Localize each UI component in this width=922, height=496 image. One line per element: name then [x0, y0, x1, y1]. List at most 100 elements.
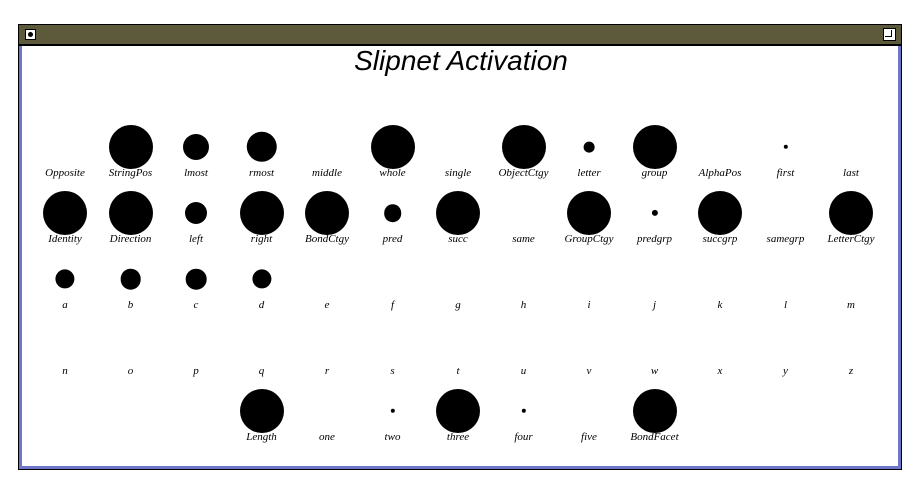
- slipnet-node: y: [751, 322, 821, 388]
- activation-dot: [55, 269, 75, 289]
- activation-dot: [108, 125, 153, 169]
- node-label: predgrp: [636, 233, 673, 245]
- activation-dot: [698, 191, 742, 235]
- slipnet-node: s: [358, 322, 428, 388]
- activation-dot: [43, 191, 87, 235]
- slipnet-node: z: [816, 322, 886, 388]
- window-title-bar[interactable]: [19, 25, 901, 46]
- node-label: GroupCtgy: [564, 233, 614, 245]
- activation-dot: [583, 141, 595, 153]
- node-label: i: [587, 299, 591, 311]
- slipnet-node: a: [30, 256, 100, 322]
- slipnet-node: c: [161, 256, 231, 322]
- slipnet-node: q: [227, 322, 297, 388]
- slipnet-node: AlphaPos: [685, 124, 755, 190]
- node-label: Direction: [109, 233, 152, 245]
- slipnet-node: samegrp: [751, 190, 821, 256]
- activation-dot: [185, 268, 207, 290]
- slipnet-node: Direction: [96, 190, 166, 256]
- node-label: middle: [312, 167, 342, 179]
- slipnet-node: three: [423, 388, 493, 454]
- slipnet-node: j: [620, 256, 690, 322]
- node-label: first: [776, 167, 795, 179]
- node-label: e: [324, 299, 330, 311]
- slipnet-node: e: [292, 256, 362, 322]
- slipnet-node: f: [358, 256, 428, 322]
- node-label: Length: [246, 431, 277, 443]
- slipnet-node: first: [751, 124, 821, 190]
- node-label: p: [193, 365, 199, 377]
- node-label: five: [581, 431, 597, 443]
- node-label: letter: [577, 167, 601, 179]
- node-label: StringPos: [108, 167, 153, 179]
- slipnet-node: five: [554, 388, 624, 454]
- slipnet-node: k: [685, 256, 755, 322]
- node-label: a: [62, 299, 68, 311]
- activation-dot: [383, 204, 402, 222]
- node-label: q: [258, 365, 265, 377]
- node-label: BondFacet: [630, 431, 679, 443]
- slipnet-node: l: [751, 256, 821, 322]
- slipnet-node: rmost: [227, 124, 297, 190]
- node-label: l: [783, 299, 788, 311]
- node-label: lmost: [184, 167, 208, 179]
- node-label: AlphaPos: [698, 167, 742, 179]
- activation-dot: [521, 408, 526, 414]
- slipnet-node: n: [30, 322, 100, 388]
- node-label: o: [127, 365, 134, 377]
- slipnet-node: Opposite: [30, 124, 100, 190]
- activation-dot: [120, 268, 141, 290]
- node-label: x: [717, 365, 723, 377]
- node-label: b: [127, 299, 134, 311]
- node-label: same: [512, 233, 535, 245]
- activation-dot: [632, 389, 677, 433]
- slipnet-node: i: [554, 256, 624, 322]
- slipnet-node: h: [489, 256, 559, 322]
- slipnet-node: predgrp: [620, 190, 690, 256]
- slipnet-node: succgrp: [685, 190, 755, 256]
- node-label: last: [843, 167, 859, 179]
- slipnet-node: same: [489, 190, 559, 256]
- slipnet-node: four: [489, 388, 559, 454]
- activation-dot: [390, 408, 395, 414]
- activation-dot: [305, 191, 349, 235]
- activation-dot: [251, 269, 272, 289]
- close-box-icon[interactable]: [25, 29, 36, 40]
- slipnet-node: two: [358, 388, 428, 454]
- node-label: n: [62, 365, 68, 377]
- slipnet-node: GroupCtgy: [554, 190, 624, 256]
- node-label: r: [324, 365, 330, 377]
- activation-dot: [246, 131, 277, 163]
- node-label: two: [384, 431, 401, 443]
- node-label: w: [650, 365, 659, 377]
- slipnet-node: StringPos: [96, 124, 166, 190]
- node-label: group: [641, 167, 668, 179]
- node-label: one: [319, 431, 335, 443]
- slipnet-node: right: [227, 190, 297, 256]
- node-label: BondCtgy: [305, 233, 349, 245]
- node-label: single: [444, 167, 472, 179]
- slipnet-node: u: [489, 322, 559, 388]
- node-label: v: [586, 365, 592, 377]
- activation-dot: [651, 209, 658, 217]
- activation-dot: [436, 191, 480, 235]
- node-label: four: [514, 431, 533, 443]
- node-label: c: [193, 299, 199, 311]
- activation-dot: [370, 125, 415, 169]
- slipnet-node: letter: [554, 124, 624, 190]
- slipnet-node: BondCtgy: [292, 190, 362, 256]
- node-label: u: [520, 365, 527, 377]
- slipnet-node: left: [161, 190, 231, 256]
- slipnet-node: lmost: [161, 124, 231, 190]
- activation-dot: [501, 125, 546, 169]
- slipnet-node: t: [423, 322, 493, 388]
- slipnet-node: one: [292, 388, 362, 454]
- slipnet-node: LetterCtgy: [816, 190, 886, 256]
- zoom-box-icon[interactable]: [883, 28, 896, 41]
- slipnet-node: Length: [227, 388, 297, 454]
- slipnet-node: p: [161, 322, 231, 388]
- node-label: d: [258, 299, 265, 311]
- node-label: succgrp: [702, 233, 738, 245]
